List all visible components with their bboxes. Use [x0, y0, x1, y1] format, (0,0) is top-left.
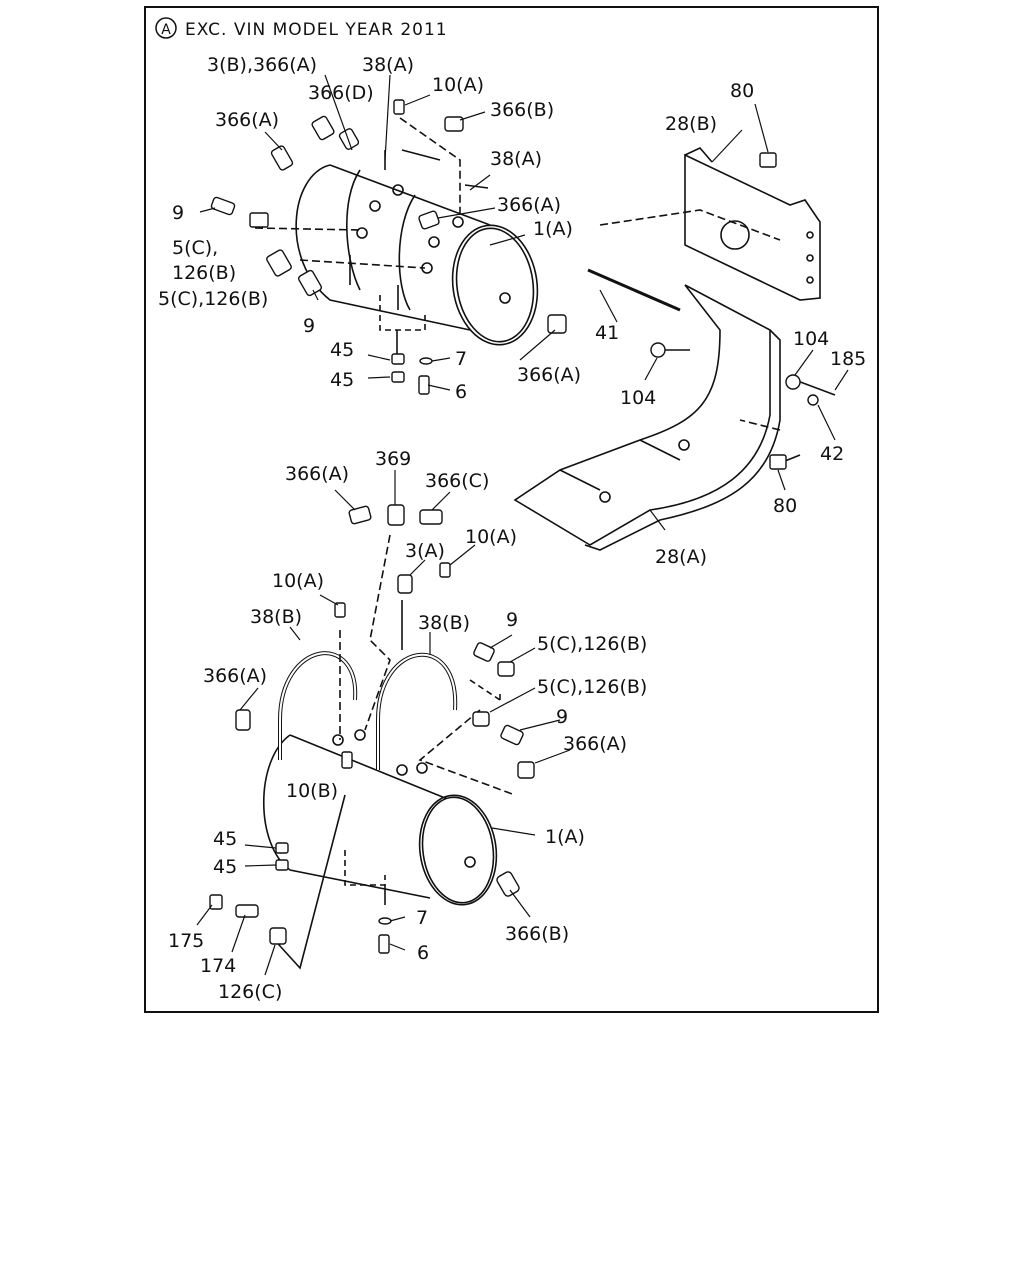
- bracket-hardware: [650, 152, 819, 470]
- diagram-frame: [144, 6, 879, 1013]
- label-9-top-bottom: 9: [303, 315, 315, 337]
- label-366a-bottom-left: 366(A): [203, 665, 267, 687]
- label-45-bottom-b: 45: [213, 856, 237, 878]
- label-185: 185: [830, 348, 866, 370]
- label-28a: 28(A): [655, 546, 707, 568]
- label-38a-top: 38(A): [362, 54, 414, 76]
- label-366b-top: 366(B): [490, 99, 554, 121]
- label-9-bottom-mid: 9: [556, 706, 568, 728]
- label-80-bottom: 80: [773, 495, 797, 517]
- header-marker-circle: [155, 17, 177, 39]
- header-marker: A: [161, 22, 171, 38]
- label-28b: 28(B): [665, 113, 717, 135]
- label-42: 42: [820, 443, 844, 465]
- label-366c: 366(C): [425, 470, 489, 492]
- label-366a-top-bottom: 366(A): [517, 364, 581, 386]
- label-7-bottom: 7: [416, 907, 428, 929]
- label-10a-bottom-left: 10(A): [272, 570, 324, 592]
- label-41: 41: [595, 322, 619, 344]
- label-366d: 366(D): [308, 82, 374, 104]
- bottom-fittings: [209, 504, 535, 954]
- header-text: EXC. VIN MODEL YEAR 2011: [185, 20, 448, 40]
- label-7-top: 7: [455, 348, 467, 370]
- label-45-bottom-a: 45: [213, 828, 237, 850]
- label-3a: 3(A): [405, 540, 445, 562]
- header: A EXC. VIN MODEL YEAR 2011: [155, 17, 448, 40]
- label-38b-left: 38(B): [250, 606, 302, 628]
- label-104-right: 104: [793, 328, 829, 350]
- label-369: 369: [375, 448, 411, 470]
- label-366a-top-left: 366(A): [215, 109, 279, 131]
- label-80-top: 80: [730, 80, 754, 102]
- label-104-left: 104: [620, 387, 656, 409]
- label-5c-126b-bottom-2: 5(C),126(B): [537, 676, 647, 698]
- label-3b-366a: 3(B),366(A): [207, 54, 317, 76]
- callout-labels: 3(B),366(A) 38(A) 10(A) 366(D) 366(B) 36…: [158, 54, 866, 1003]
- label-45-top-b: 45: [330, 369, 354, 391]
- label-366a-bottom-right: 366(A): [563, 733, 627, 755]
- label-10b: 10(B): [286, 780, 338, 802]
- bracket-assembly: [513, 147, 836, 551]
- label-1a-top: 1(A): [533, 218, 573, 240]
- label-38b-right: 38(B): [418, 612, 470, 634]
- label-1a-bottom: 1(A): [545, 826, 585, 848]
- label-126b-top: 126(B): [172, 262, 236, 284]
- label-38a-right: 38(A): [490, 148, 542, 170]
- label-366b-bottom: 366(B): [505, 923, 569, 945]
- label-126c: 126(C): [218, 981, 282, 1003]
- label-366a-top-right: 366(A): [497, 194, 561, 216]
- label-10a-top: 10(A): [432, 74, 484, 96]
- label-9-top-left: 9: [172, 202, 184, 224]
- label-174: 174: [200, 955, 236, 977]
- label-leaders: [196, 74, 849, 976]
- label-45-top-a: 45: [330, 339, 354, 361]
- label-5c-top: 5(C),: [172, 237, 218, 259]
- label-366a-upper: 366(A): [285, 463, 349, 485]
- label-5c-126b-bottom-1: 5(C),126(B): [537, 633, 647, 655]
- label-10a-bottom-right: 10(A): [465, 526, 517, 548]
- label-175: 175: [168, 930, 204, 952]
- label-5c-126b-top: 5(C),126(B): [158, 288, 268, 310]
- label-6-top: 6: [455, 381, 467, 403]
- label-9-bottom-top: 9: [506, 609, 518, 631]
- top-fittings: [210, 99, 567, 395]
- bottom-air-tank: [262, 534, 516, 970]
- label-6-bottom: 6: [417, 942, 429, 964]
- top-air-tank: [254, 117, 539, 360]
